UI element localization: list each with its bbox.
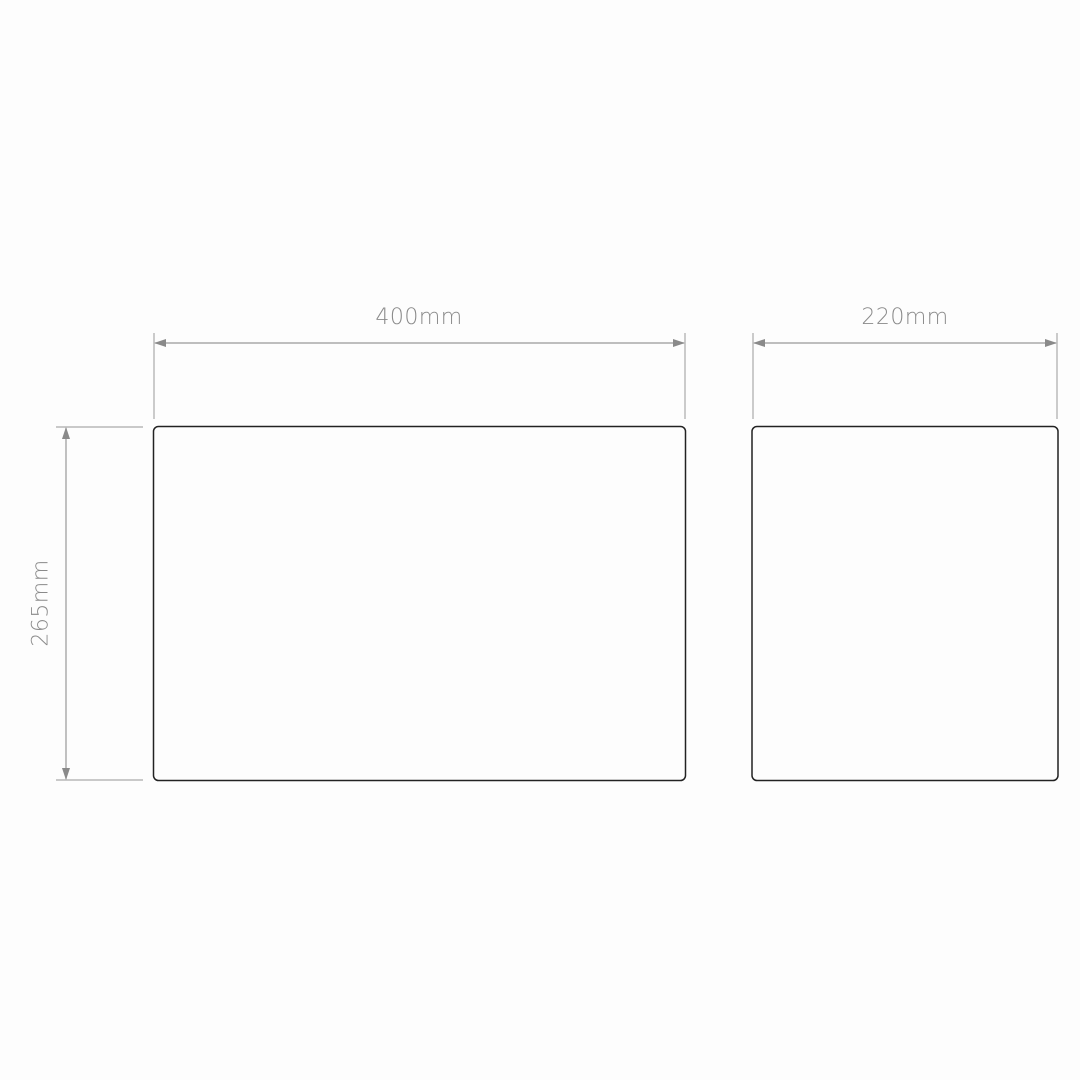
extension-lines [56, 333, 1058, 781]
height-label: 265mm [28, 559, 54, 647]
side-view-outline [751, 425, 1059, 782]
front-view-outline [152, 425, 687, 782]
